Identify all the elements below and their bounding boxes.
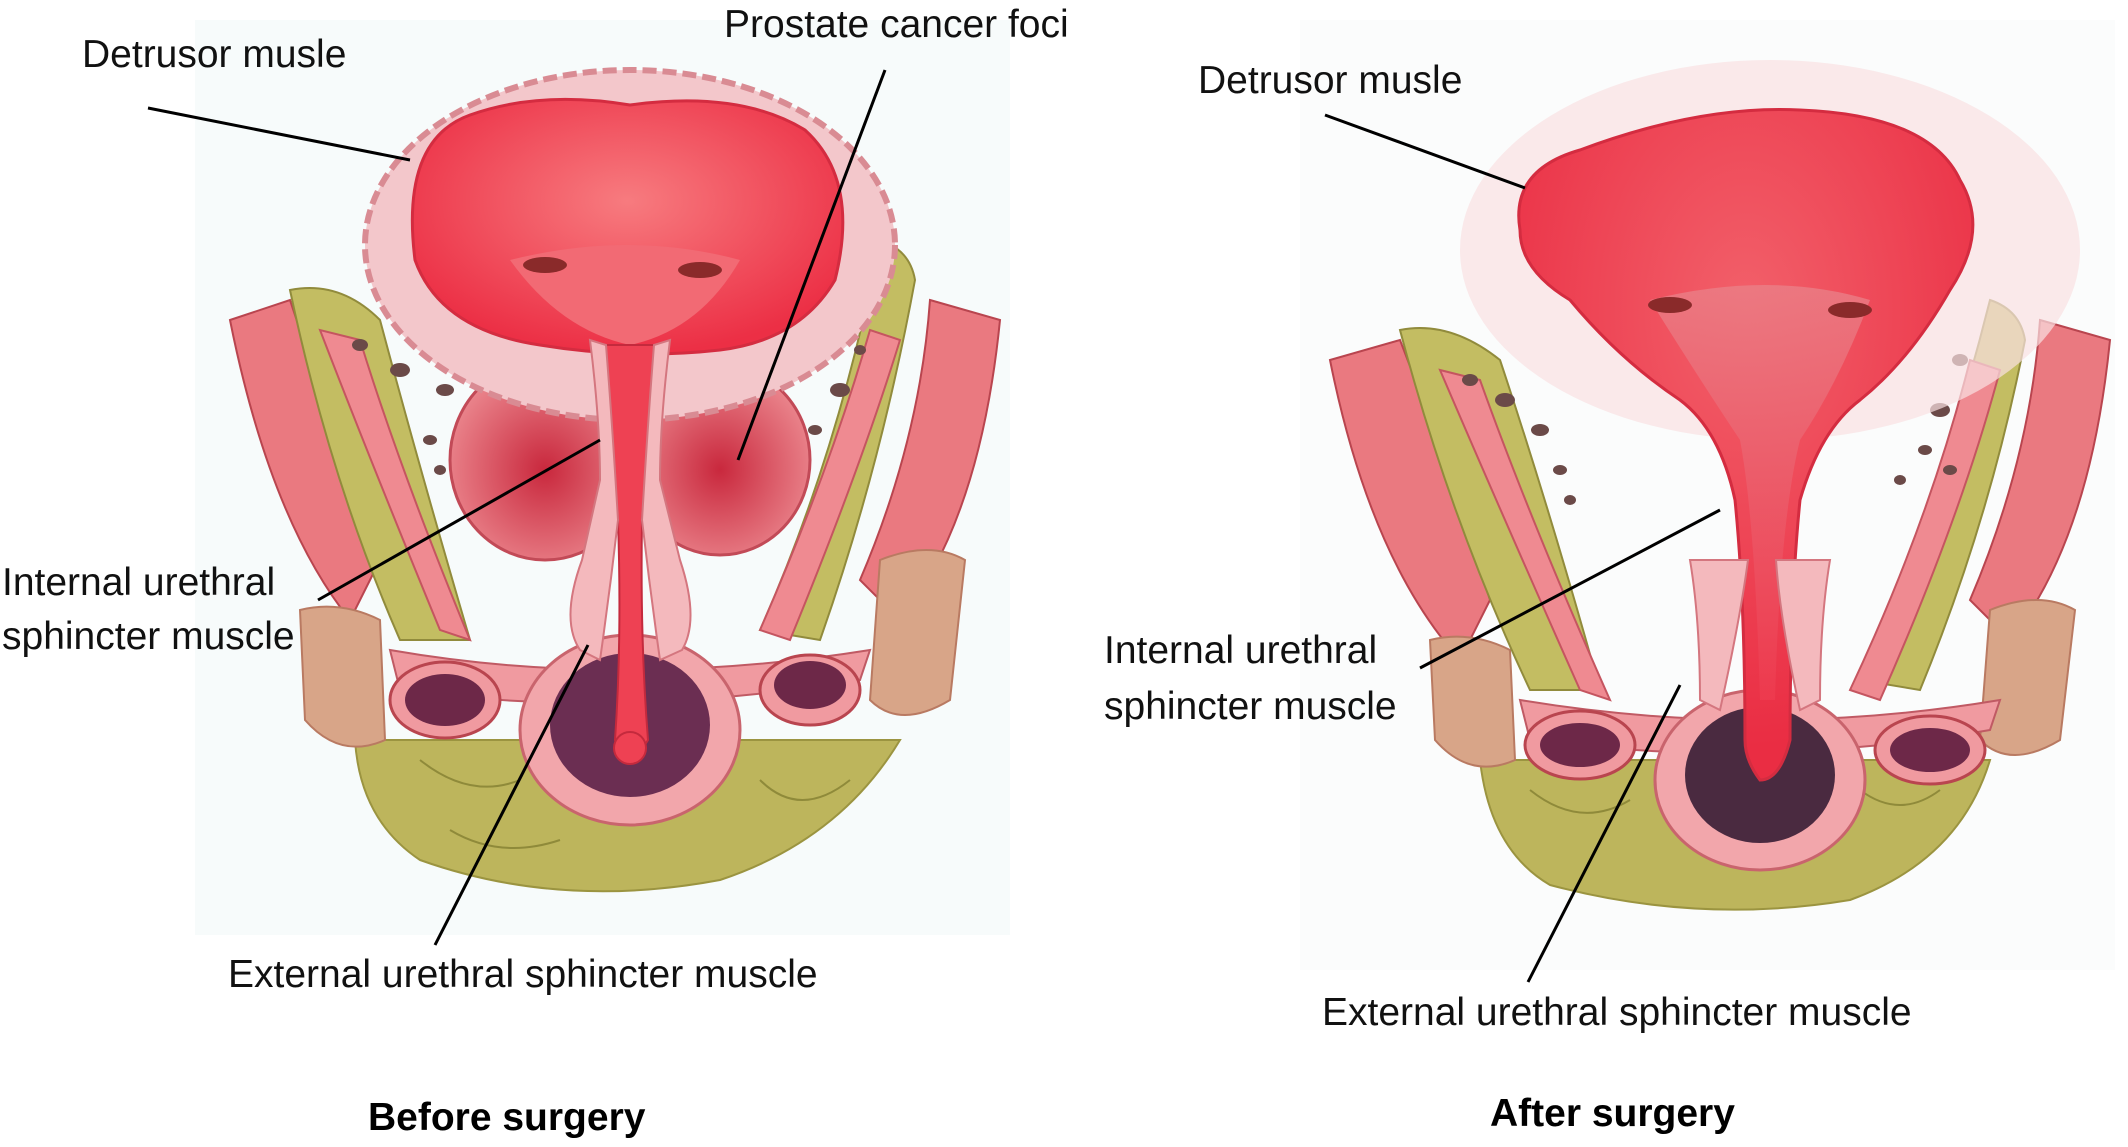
before-right-ring-core <box>774 661 846 709</box>
before-right-sphincter <box>640 338 692 662</box>
after-left-sphincter <box>1688 559 1750 712</box>
after-external-leader <box>1526 684 1682 983</box>
before-surgery-illustration <box>147 20 1010 946</box>
before-left-inner-muscle <box>318 328 472 642</box>
after-left-ureteric-orifice <box>1648 297 1692 313</box>
after-left-bone <box>1428 635 1517 768</box>
after-surgery-illustration <box>1300 20 2115 983</box>
before-external-label: External urethral sphincter muscle <box>228 953 818 996</box>
before-internal-label-line2: sphincter muscle <box>2 615 295 658</box>
after-left-inner-muscle <box>1438 368 1612 702</box>
after-surgery-caption: After surgery <box>1490 1092 1735 1135</box>
after-detrusor-leader <box>1324 113 1526 190</box>
before-surgery-caption: Before surgery <box>368 1096 646 1139</box>
before-right-bone <box>868 549 967 716</box>
after-bladder-neck <box>1650 285 1870 700</box>
before-bladder-lumen <box>410 97 845 356</box>
before-external-leader <box>433 644 590 946</box>
after-right-sphincter <box>1774 559 1832 712</box>
after-internal-leader <box>1419 508 1721 670</box>
before-left-sphincter <box>569 338 620 662</box>
before-urethral-meatus <box>613 731 647 765</box>
before-right-ureteric-orifice <box>678 262 722 278</box>
before-left-ring-core <box>405 674 485 726</box>
after-internal-label-line1: Internal urethral <box>1104 629 1378 672</box>
after-right-bone <box>1978 599 2077 756</box>
before-detrusor-label: Detrusor musle <box>82 33 347 76</box>
after-detrusor-label: Detrusor musle <box>1198 59 1463 102</box>
before-left-bone <box>298 605 387 748</box>
before-cancer-foci-label: Prostate cancer foci <box>724 3 1069 46</box>
after-internal-label-line2: sphincter muscle <box>1104 685 1397 728</box>
after-left-ring-core <box>1540 723 1620 767</box>
after-right-ring-core <box>1890 728 1970 772</box>
before-internal-label-line1: Internal urethral <box>2 561 276 604</box>
after-right-inner-muscle <box>1848 358 2002 702</box>
before-left-ureteric-orifice <box>523 257 567 273</box>
before-internal-leader <box>317 438 601 602</box>
after-right-ureteric-orifice <box>1828 302 1872 318</box>
before-cancer-leader <box>736 69 887 461</box>
before-right-inner-muscle <box>758 328 902 642</box>
after-external-label: External urethral sphincter muscle <box>1322 991 1912 1034</box>
before-detrusor-leader <box>147 106 411 162</box>
